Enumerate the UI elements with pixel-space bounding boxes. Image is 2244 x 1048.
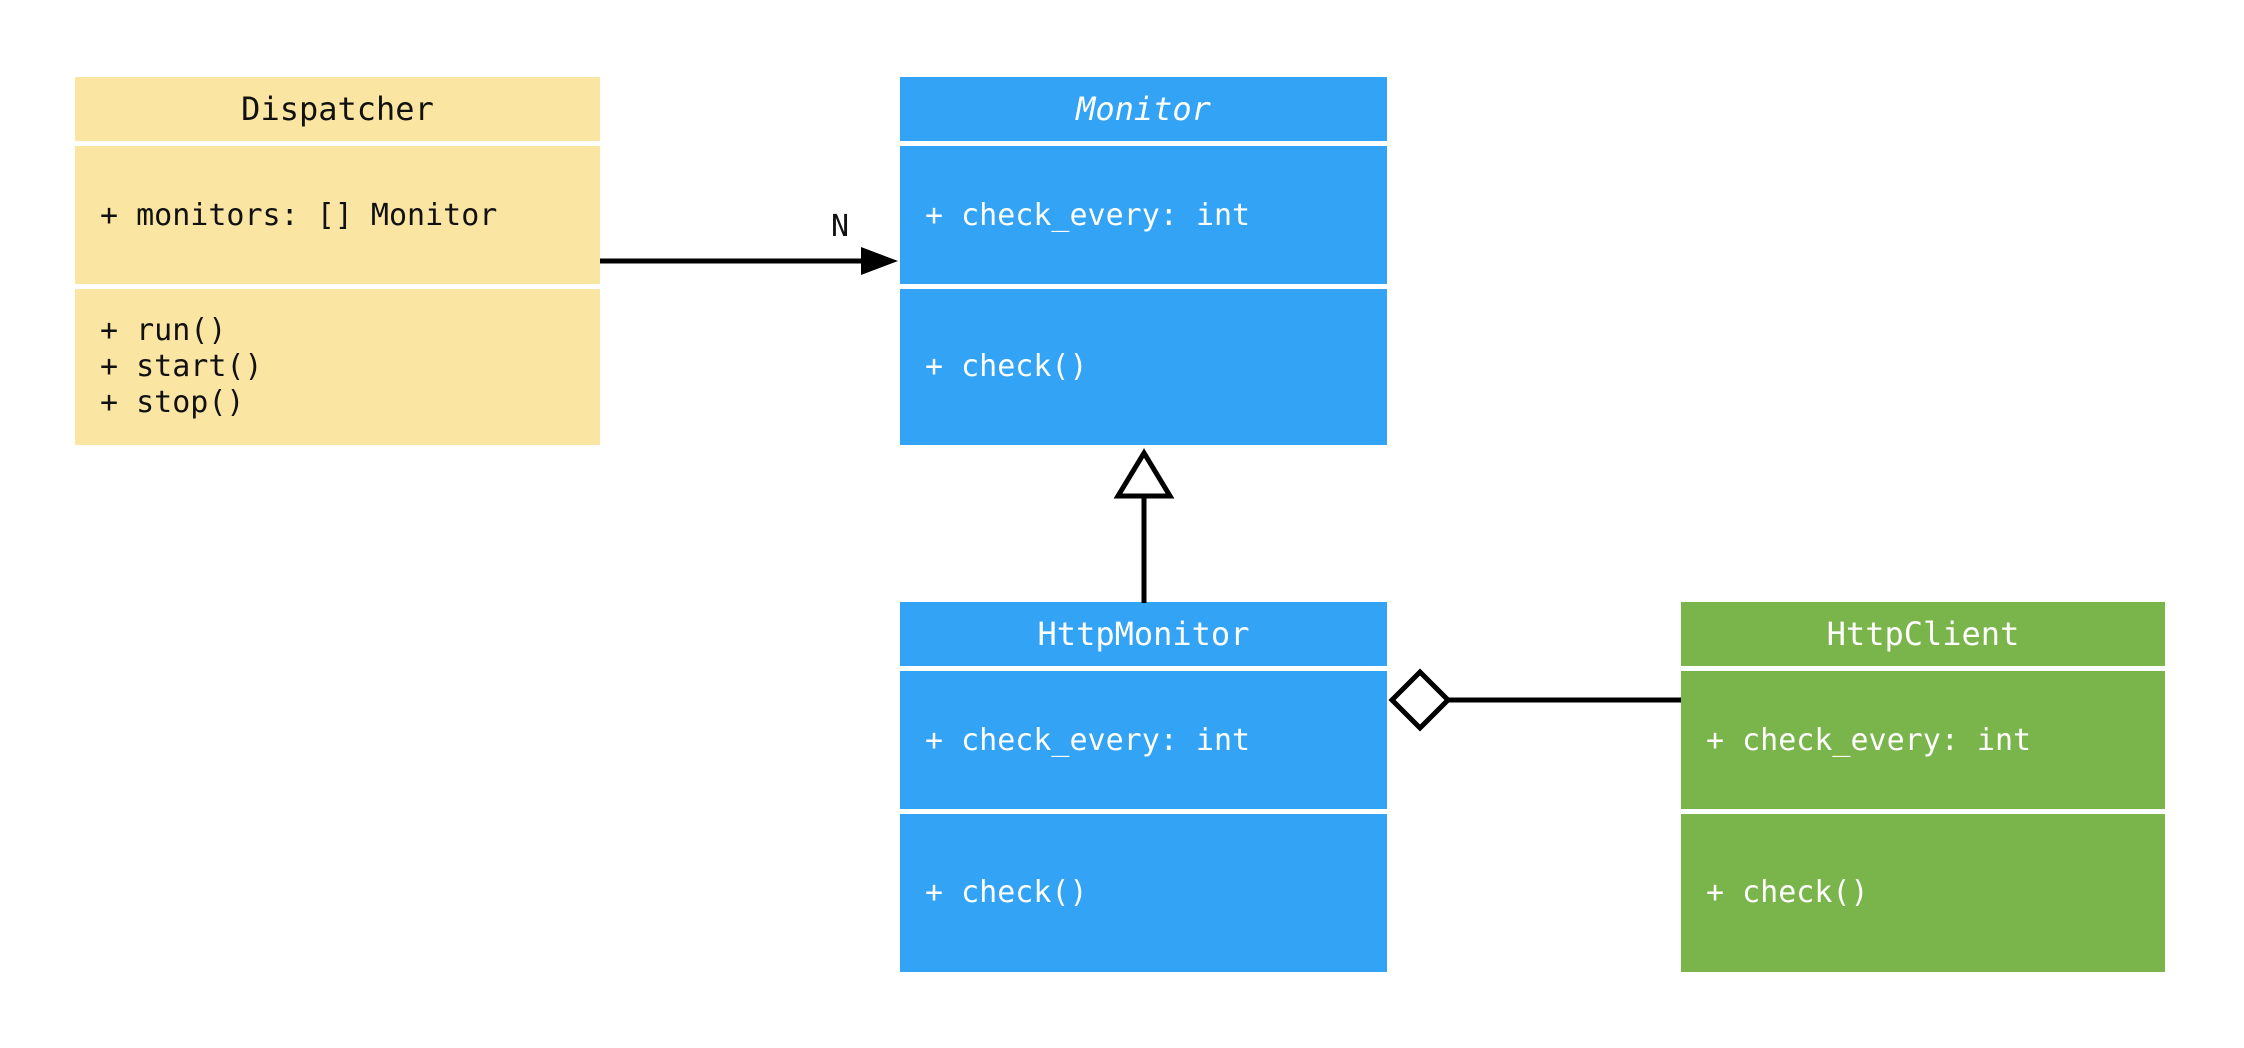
class-monitor-methods: + check() (900, 289, 1387, 445)
attribute-check-every: + check_every: int (925, 722, 1251, 758)
class-http-client-name: HttpClient (1826, 615, 2020, 653)
method-check: + check() (1706, 875, 1869, 910)
class-http-client-attributes: + check_every: int (1681, 671, 2165, 809)
class-http-monitor-header: HttpMonitor (900, 602, 1387, 666)
method-run: + run() (100, 313, 227, 348)
class-dispatcher-attributes: + monitors: [] Monitor (75, 146, 600, 284)
class-monitor-header: Monitor (900, 77, 1387, 141)
class-monitor-attributes: + check_every: int (900, 146, 1387, 284)
class-http-client-methods: + check() (1681, 814, 2165, 972)
class-dispatcher-methods: + run() + start() + stop() (75, 289, 600, 445)
class-http-monitor: HttpMonitor + check_every: int + check() (900, 602, 1387, 972)
class-dispatcher: Dispatcher + monitors: [] Monitor + run(… (75, 77, 600, 445)
class-http-client: HttpClient + check_every: int + check() (1681, 602, 2165, 972)
class-monitor-name: Monitor (1076, 90, 1211, 128)
class-http-monitor-name: HttpMonitor (1037, 615, 1250, 653)
class-dispatcher-header: Dispatcher (75, 77, 600, 141)
class-http-monitor-methods: + check() (900, 814, 1387, 972)
inheritance-triangle-icon (1113, 448, 1175, 499)
attribute-monitors: + monitors: [] Monitor (100, 197, 498, 233)
attribute-check-every: + check_every: int (1706, 722, 2032, 758)
class-http-monitor-attributes: + check_every: int (900, 671, 1387, 809)
method-start: + start() (100, 349, 263, 384)
association-multiplicity-label: N (831, 209, 850, 244)
method-check: + check() (925, 875, 1088, 910)
attribute-check-every: + check_every: int (925, 197, 1251, 233)
association-arrowhead-icon (861, 247, 898, 275)
class-http-client-header: HttpClient (1681, 602, 2165, 666)
aggregation-diamond-icon (1388, 668, 1452, 732)
method-stop: + stop() (100, 385, 245, 420)
class-monitor: Monitor + check_every: int + check() (900, 77, 1387, 445)
class-dispatcher-name: Dispatcher (241, 90, 434, 128)
method-check: + check() (925, 349, 1088, 384)
